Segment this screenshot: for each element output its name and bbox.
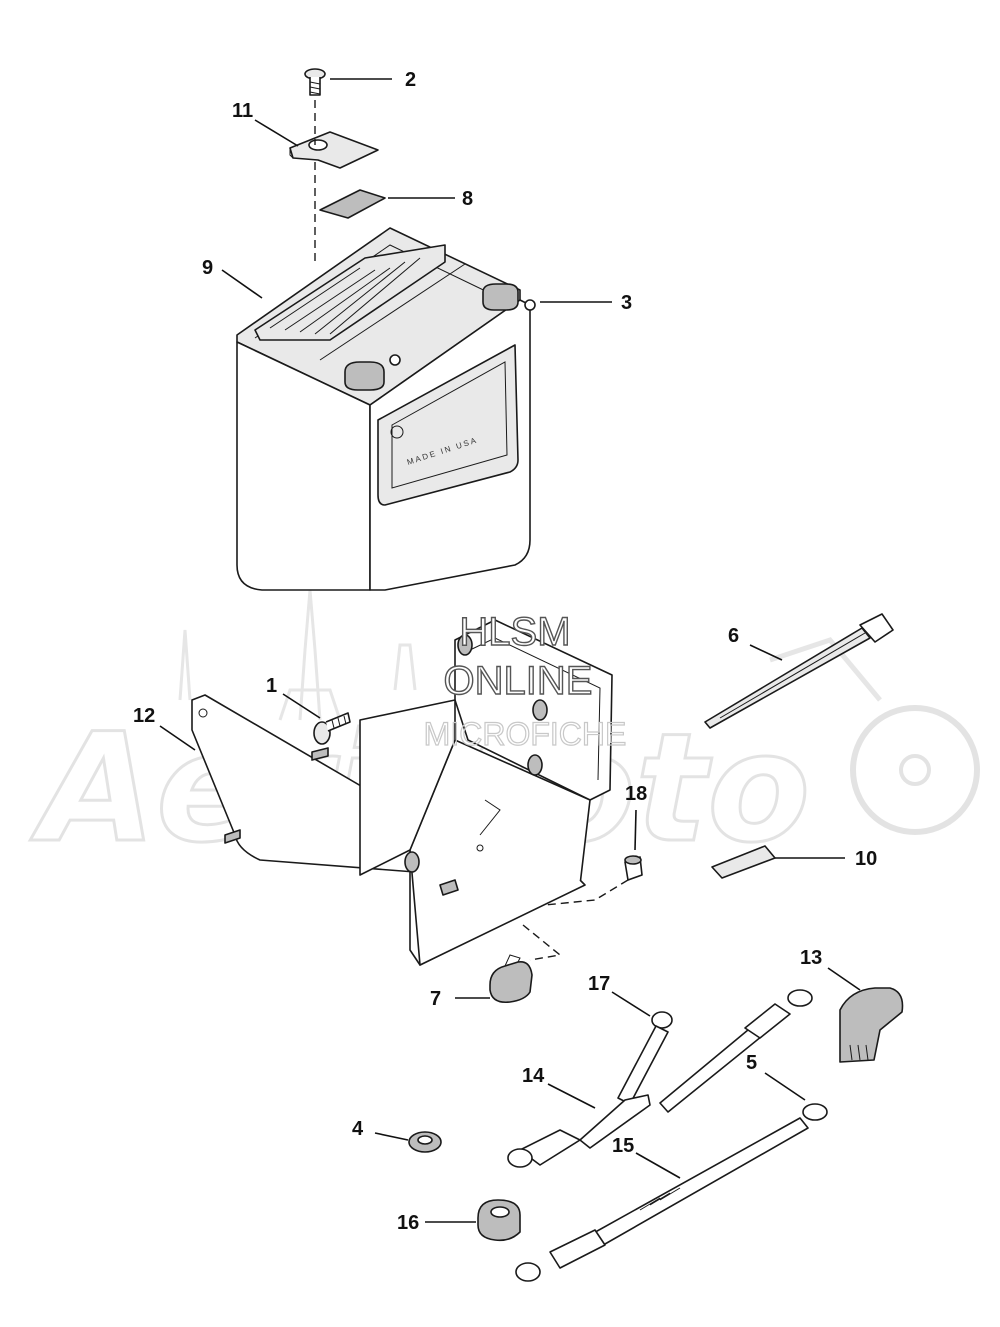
battery-terminal-negative: [344, 361, 385, 391]
callout-6: 6: [728, 625, 739, 647]
leader-5: [764, 1072, 806, 1101]
leader-lines: [159, 78, 861, 1223]
callout-8: 8: [462, 188, 473, 210]
tray-dashed-leader: [522, 879, 629, 961]
watermark-hlsm: HLSM: [459, 610, 570, 654]
callout-11: 11: [232, 100, 253, 122]
leader-13: [827, 967, 861, 991]
leader-11: [254, 119, 299, 147]
ring-terminal-16: [477, 1199, 521, 1242]
callout-17: 17: [588, 973, 610, 995]
pad-8: [319, 189, 386, 219]
leader-17: [611, 991, 651, 1017]
watermark-spire-icon: [278, 589, 342, 721]
callout-9: 9: [202, 257, 213, 279]
clip-7: [489, 954, 533, 1004]
watermark-tower-icon: [178, 629, 417, 701]
terminal-boot-13: [839, 987, 904, 1063]
leader-6: [749, 644, 783, 661]
hlsm-watermark: HLSM ONLINE MICROFICHE: [423, 609, 627, 752]
cable-strap-6: [704, 613, 894, 729]
watermark-wheel-icon: [850, 705, 980, 835]
watermark-handlebar-icon: [769, 637, 882, 702]
leader-9: [221, 269, 263, 299]
callout-5: 5: [746, 1052, 757, 1074]
grommet-18: [624, 855, 643, 881]
terminal-bolt-3: [524, 299, 536, 311]
washer-4: [408, 1131, 442, 1153]
leader-1: [282, 693, 321, 719]
leader-14: [547, 1083, 596, 1109]
callout-10: 10: [855, 848, 877, 870]
callout-3: 3: [621, 292, 632, 314]
hold-down-bracket: [289, 131, 379, 169]
callout-7: 7: [430, 988, 441, 1010]
callout-18: 18: [625, 783, 647, 805]
screw-1: [313, 712, 351, 745]
callout-13: 13: [800, 947, 822, 969]
callout-16: 16: [397, 1212, 419, 1234]
battery-terminal-positive: [482, 283, 519, 311]
callout-4: 4: [352, 1118, 364, 1140]
positive-cable-assembly: [515, 1103, 828, 1282]
battery-tray: [359, 619, 613, 966]
watermark-microfiche: MICROFICHE: [424, 716, 627, 752]
watermark-hub-icon: [899, 754, 931, 786]
screw-2: [304, 68, 326, 96]
battery: MADE IN USA: [236, 227, 536, 591]
callout-2: 2: [405, 69, 416, 91]
watermark-online: ONLINE: [444, 659, 593, 703]
callout-1: 1: [266, 675, 277, 697]
ground-cable-assembly: [507, 989, 813, 1168]
leader-4: [374, 1132, 409, 1141]
leader-12: [159, 725, 196, 751]
callout-12: 12: [133, 705, 155, 727]
callout-15: 15: [612, 1135, 634, 1157]
leader-15: [635, 1152, 681, 1179]
callout-14: 14: [522, 1065, 545, 1087]
callout-labels: 2 11 8 9 3 1 12 6 18 10 13 7 17 5 14 4 1…: [133, 69, 877, 1234]
leader-18: [634, 809, 637, 851]
